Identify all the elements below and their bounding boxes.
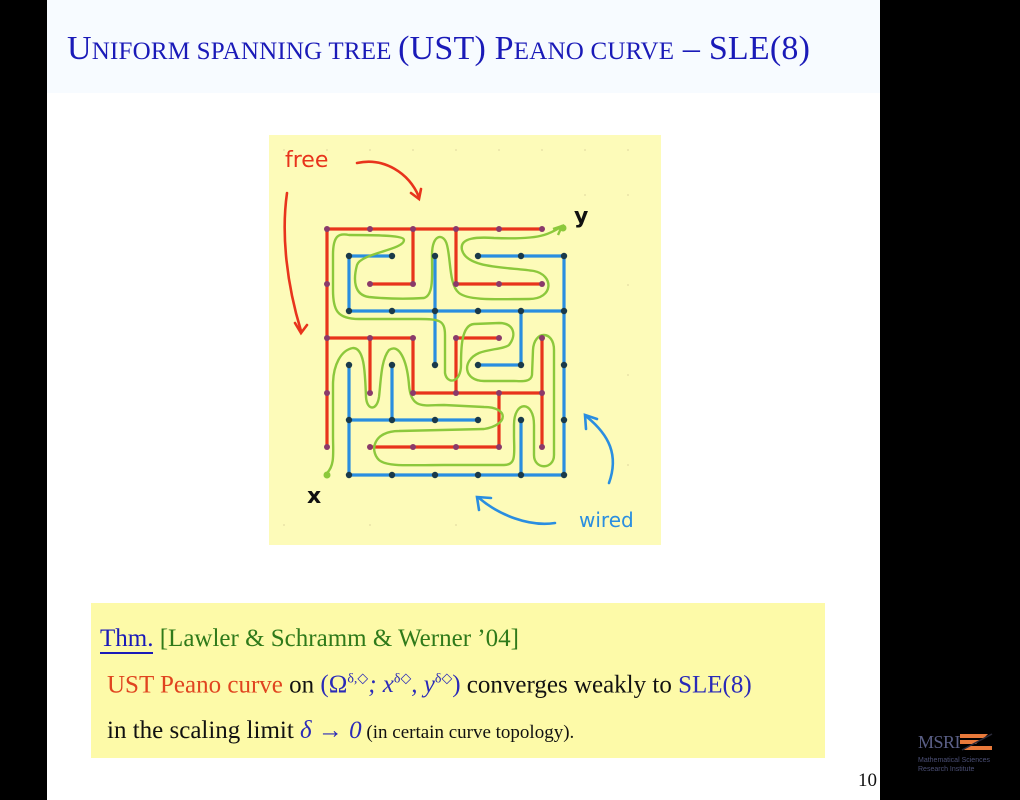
math-part: , y [411, 671, 435, 699]
arrowhead-icon [293, 321, 309, 336]
wired-arrow-bottom-icon [477, 496, 557, 526]
delta-limit-math: δ → 0 [300, 717, 362, 744]
slide-title: UNIFORM SPANNING TREE (UST) PEANO CURVE … [67, 30, 810, 68]
theorem-citation: [Lawler & Schramm & Werner ’04] [159, 625, 519, 652]
peano-curve [325, 225, 563, 475]
logo-name: MSRI [918, 732, 961, 752]
wired-label: wired [579, 508, 634, 532]
slide: UNIFORM SPANNING TREE (UST) PEANO CURVE … [47, 0, 880, 800]
title-part: EANO CURVE [513, 38, 675, 65]
end-point-y [559, 224, 567, 232]
math-sup: δ◇ [393, 672, 412, 687]
start-point-x [323, 471, 331, 479]
title-band: UNIFORM SPANNING TREE (UST) PEANO CURVE … [47, 0, 880, 93]
page-number: 10 [858, 770, 877, 791]
topology-note: (in certain curve topology). [361, 722, 575, 743]
title-part: NIFORM SPANNING TREE [91, 38, 399, 65]
text-verb: converges weakly to [460, 671, 679, 699]
text-scaling-limit: in the scaling limit [107, 717, 301, 744]
wired-arrow-right-icon [585, 415, 615, 485]
title-part: (UST) P [398, 30, 514, 67]
math-part: (Ω [320, 671, 348, 699]
y-label: y [574, 204, 588, 229]
theorem-box: Thm. [Lawler & Schramm & Werner ’04] UST… [91, 603, 825, 758]
free-arrow-top-icon [355, 160, 421, 199]
msri-logo: MSRI Mathematical Sciences Research Inst… [918, 730, 1008, 780]
theorem-statement-line1: UST Peano curve on (Ωδ,◇; xδ◇, yδ◇) conv… [107, 671, 752, 699]
arrowhead-icon [409, 187, 423, 202]
logo-subtitle-2: Research Institute [918, 766, 975, 773]
sle8-term: SLE(8) [678, 671, 752, 699]
x-label: x [307, 484, 321, 509]
theorem-statement-line2: in the scaling limit δ → 0 (in certain c… [107, 717, 574, 745]
msri-emblem-icon [960, 733, 993, 751]
theorem-label: Thm. [100, 625, 154, 654]
text-on: on [282, 671, 321, 699]
theorem-header: Thm. [Lawler & Schramm & Werner ’04] [100, 625, 519, 654]
math-sup: δ◇ [434, 672, 453, 687]
arrowhead-icon [583, 413, 599, 431]
title-part: U [67, 30, 92, 67]
math-part: ; x [368, 671, 394, 699]
arrowhead-icon [475, 495, 493, 512]
domain-math: (Ωδ,◇; xδ◇, yδ◇) [320, 671, 460, 698]
free-label: free [285, 148, 328, 173]
title-part: – SLE(8) [674, 30, 811, 67]
ust-peano-curve-term: UST Peano curve [107, 671, 283, 699]
math-sup: δ,◇ [347, 672, 369, 687]
free-arrow-left-icon [283, 191, 303, 333]
ust-peano-figure: free wired x y [269, 135, 661, 545]
logo-subtitle-1: Mathematical Sciences [918, 757, 990, 764]
maze-diagram: free wired x y [283, 148, 634, 532]
math-part: ) [452, 671, 461, 699]
